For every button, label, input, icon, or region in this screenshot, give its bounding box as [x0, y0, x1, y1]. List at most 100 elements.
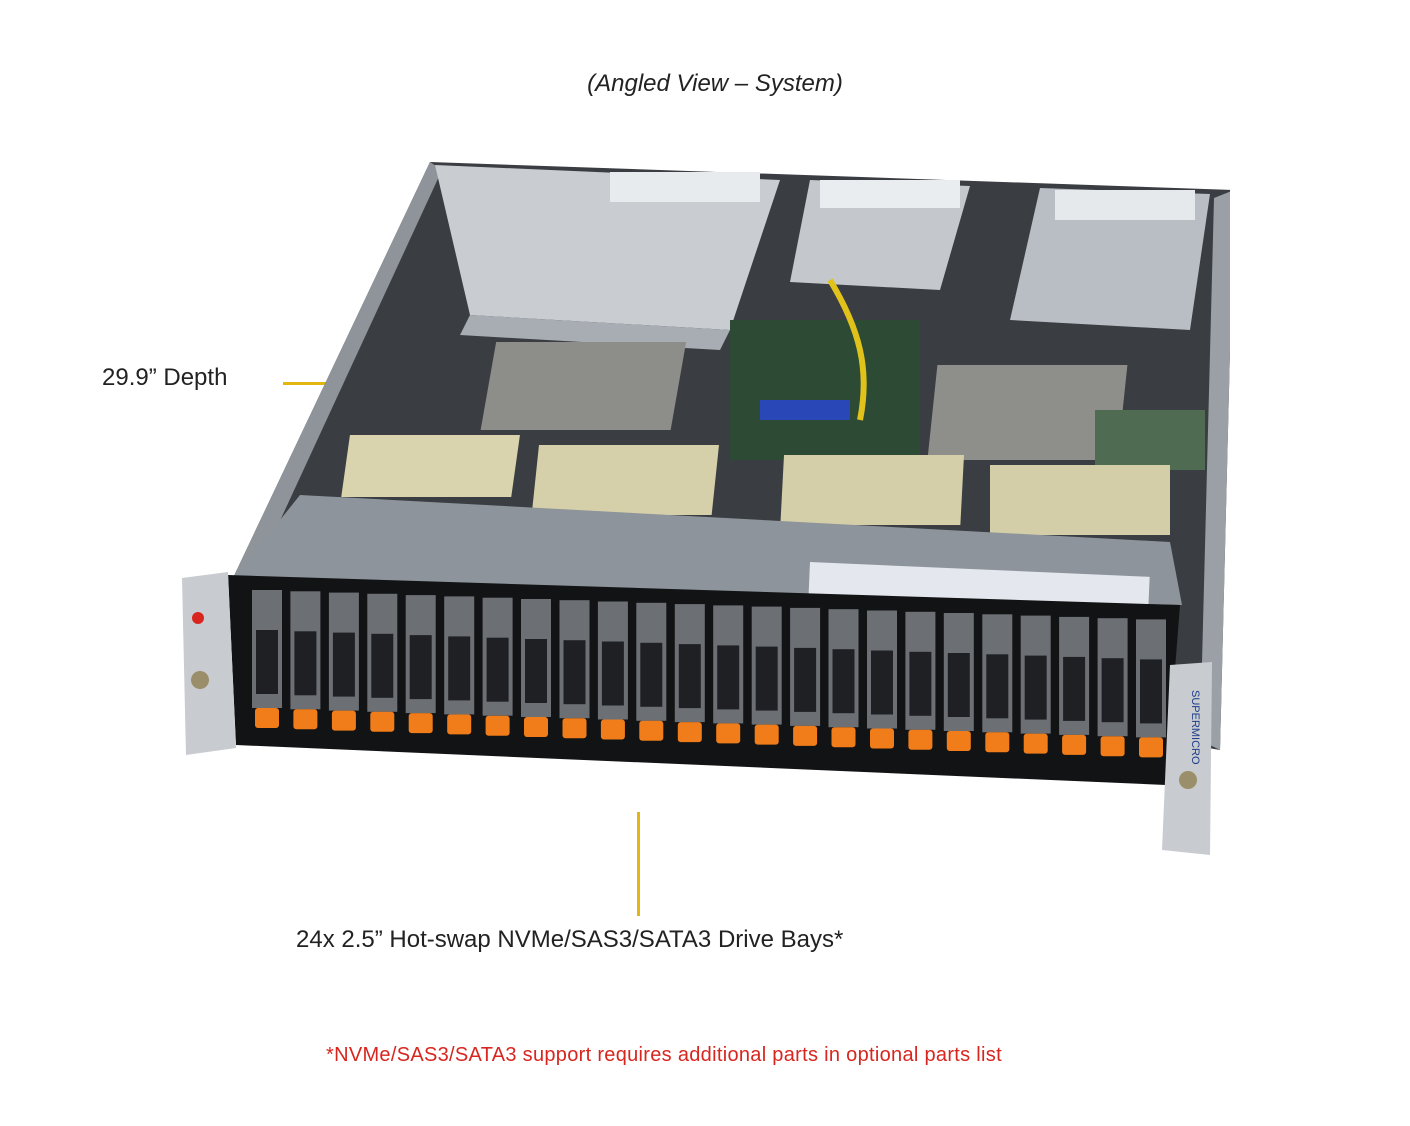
drive-latch — [408, 713, 433, 734]
cpu-heatsink-right — [927, 365, 1128, 460]
drive-tray-grill — [1063, 656, 1086, 721]
fan-1 — [341, 435, 520, 497]
drive-latch — [793, 725, 818, 746]
drive-tray-grill — [1140, 659, 1162, 724]
drive-latch — [677, 722, 702, 743]
drive-latch — [1100, 736, 1125, 757]
drive-latch — [1062, 734, 1087, 755]
drive-bays — [252, 590, 1166, 758]
fan-4 — [990, 465, 1170, 535]
drive-tray-grill — [986, 654, 1009, 719]
drive-bay[interactable] — [713, 605, 744, 744]
drive-latch — [331, 710, 356, 731]
drive-latch — [754, 724, 779, 745]
riser-cage-right — [1010, 188, 1210, 330]
drive-tray-grill — [448, 636, 471, 701]
server-chassis-illustration: SUPERMICRO — [182, 162, 1230, 855]
riser-cage-center — [790, 180, 970, 290]
left-rack-ear — [182, 572, 236, 755]
drive-tray-grill — [1024, 655, 1047, 720]
drive-bay[interactable] — [751, 606, 782, 745]
drive-bay[interactable] — [828, 609, 859, 748]
drive-tray-grill — [832, 649, 855, 714]
drive-latch — [370, 711, 395, 732]
drive-latch — [1139, 737, 1163, 758]
drive-tray-grill — [409, 635, 432, 700]
right-rack-ear: SUPERMICRO — [1162, 662, 1212, 855]
rack-screw-right-icon — [1179, 771, 1197, 789]
drive-tray-grill — [794, 647, 817, 712]
angled-view-caption: (Angled View – System) — [587, 70, 843, 97]
drive-tray-grill — [871, 650, 893, 715]
drive-bay[interactable] — [482, 597, 513, 736]
drive-latch — [524, 717, 548, 737]
drive-tray-grill — [640, 642, 663, 707]
drive-latch — [562, 718, 587, 739]
supermicro-logo: SUPERMICRO — [1189, 690, 1201, 765]
drive-latch — [600, 719, 625, 740]
fan-row — [341, 435, 1170, 535]
rack-screw-left-icon — [191, 671, 209, 689]
drive-tray-grill — [678, 644, 701, 709]
drive-tray-grill — [755, 646, 778, 711]
drive-latch — [985, 732, 1010, 753]
drive-tray-grill — [256, 630, 278, 694]
dimm-slots-right — [1095, 410, 1205, 470]
drive-bay[interactable] — [367, 593, 398, 732]
drive-bay[interactable] — [790, 607, 821, 746]
drive-bay[interactable] — [1059, 616, 1090, 755]
drive-tray-grill — [1101, 658, 1124, 723]
drive-latch — [293, 709, 318, 730]
chassis-left-wall — [232, 162, 442, 590]
cpu-heatsink-left — [480, 342, 687, 430]
drive-bays-leader-line — [637, 812, 640, 916]
drive-latch — [485, 715, 510, 736]
depth-callout-label: 29.9” Depth — [102, 364, 228, 391]
fan-2 — [531, 445, 719, 515]
drive-tray-grill — [332, 632, 355, 697]
drive-bay[interactable] — [444, 596, 475, 735]
drive-bay[interactable] — [252, 590, 282, 728]
drive-latch — [946, 731, 971, 751]
cable-bundle — [827, 278, 867, 421]
drive-bay[interactable] — [905, 611, 936, 750]
drive-tray-grill — [909, 651, 932, 716]
riser-cage-left — [435, 165, 780, 350]
drive-bay[interactable] — [559, 600, 590, 739]
drive-tray-grill — [525, 639, 547, 703]
drive-bay[interactable] — [405, 595, 436, 734]
drive-tray-grill — [601, 641, 624, 706]
drive-tray-grill — [371, 633, 394, 698]
drive-tray-grill — [717, 645, 740, 710]
drive-latch — [716, 723, 741, 744]
drive-bay[interactable] — [328, 592, 359, 731]
fan-3 — [780, 455, 965, 525]
drive-tray-grill — [294, 631, 317, 696]
drive-tray-grill — [563, 640, 586, 705]
drive-bay[interactable] — [521, 599, 551, 737]
optional-parts-footnote: *NVMe/SAS3/SATA3 support requires additi… — [326, 1044, 1002, 1066]
drive-latch — [1023, 733, 1048, 754]
drive-bays-callout-label: 24x 2.5” Hot-swap NVMe/SAS3/SATA3 Drive … — [296, 926, 844, 953]
chassis-right-wall — [1200, 191, 1230, 750]
drive-bay[interactable] — [867, 610, 897, 749]
drive-tray-grill — [947, 653, 970, 717]
blue-retention-clip — [760, 400, 850, 420]
drive-bay[interactable] — [1136, 619, 1166, 758]
drive-bay[interactable] — [1097, 618, 1128, 757]
drive-tray-grill — [486, 637, 509, 702]
drive-bay[interactable] — [982, 614, 1013, 753]
drive-latch — [255, 708, 279, 728]
power-button-icon — [192, 612, 204, 624]
drive-latch — [639, 720, 664, 741]
drive-bay[interactable] — [943, 613, 974, 751]
drive-latch — [831, 727, 856, 748]
drive-latch — [908, 729, 933, 750]
drive-bay[interactable] — [674, 604, 705, 743]
drive-bay[interactable] — [290, 591, 321, 730]
drive-bay[interactable] — [636, 602, 667, 741]
drive-bay[interactable] — [597, 601, 628, 740]
drive-latch — [447, 714, 472, 735]
drive-latch — [870, 728, 894, 749]
drive-bay[interactable] — [1020, 615, 1051, 754]
